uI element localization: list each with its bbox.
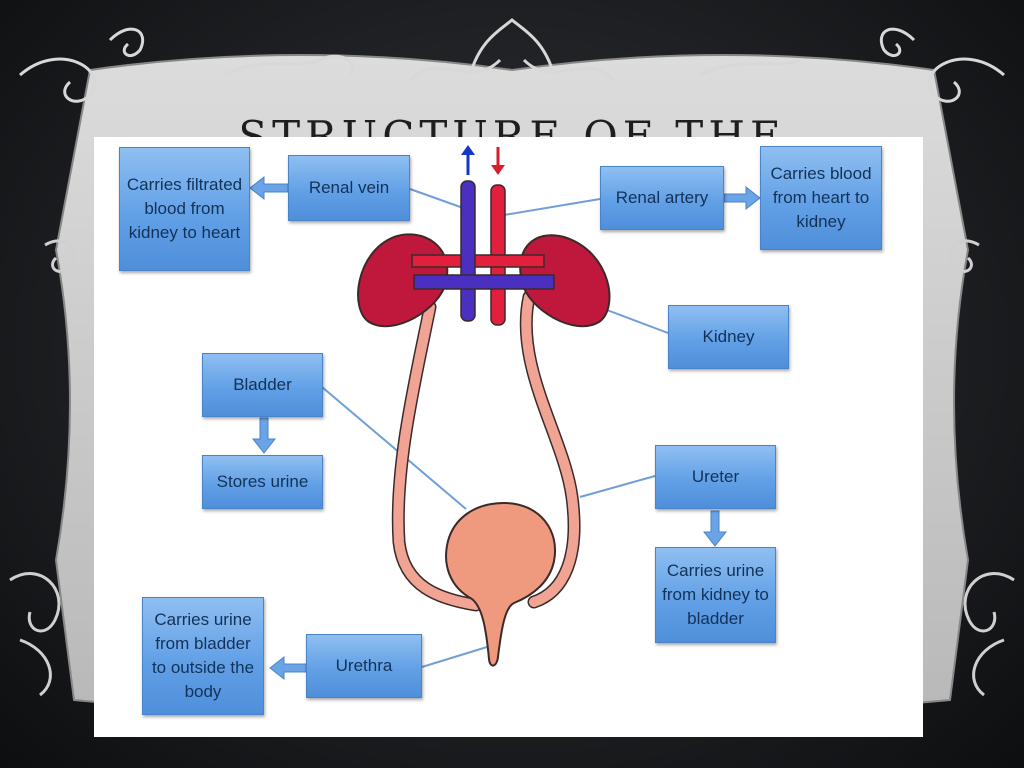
urinary-system-illustration [249, 145, 761, 681]
renal-artery-label-box: Renal artery [600, 166, 724, 230]
arrow-bladder [251, 417, 277, 454]
leader-kidney [598, 306, 669, 334]
ureter-description-box: Carries urine from kidney to bladder [655, 547, 776, 643]
renal-artery-description-box: Carries blood from heart to kidney [760, 146, 882, 250]
leader-bladder [321, 386, 467, 510]
leader-urethra [421, 646, 488, 668]
renal-artery-shape [411, 184, 545, 326]
arrow-ureter [702, 510, 728, 547]
arrow-urethra [269, 655, 307, 681]
ureter-fill [393, 292, 580, 610]
leader-renal-artery [503, 198, 601, 216]
up-arrow-icon [461, 145, 475, 175]
leader-renal-vein [409, 188, 467, 210]
arrow-renal-vein [249, 175, 289, 201]
leader-lines [321, 188, 669, 668]
kidney-label-box: Kidney [668, 305, 789, 369]
renal-vein-description-box: Carries filtrated blood from kidney to h… [119, 147, 250, 271]
bladder-description-box: Stores urine [202, 455, 323, 509]
leader-ureter [579, 475, 656, 498]
slide-title: STRUCTURE OF THE [238, 112, 786, 138]
bladder-shape [445, 501, 556, 667]
urinary-system-diagram-panel: Carries filtrated blood from kidney to h… [94, 137, 923, 737]
ureter-label-box: Ureter [655, 445, 776, 509]
scroll-ornament-top [19, 18, 1005, 103]
arrow-renal-artery [723, 185, 761, 211]
renal-vein-shape [413, 180, 555, 322]
urethra-label-box: Urethra [306, 634, 422, 698]
scroll-ornament-sides [9, 239, 1015, 697]
renal-vein-label-box: Renal vein [288, 155, 410, 221]
bladder-label-box: Bladder [202, 353, 323, 417]
down-arrow-icon [491, 147, 505, 175]
urethra-description-box: Carries urine from bladder to outside th… [142, 597, 264, 715]
